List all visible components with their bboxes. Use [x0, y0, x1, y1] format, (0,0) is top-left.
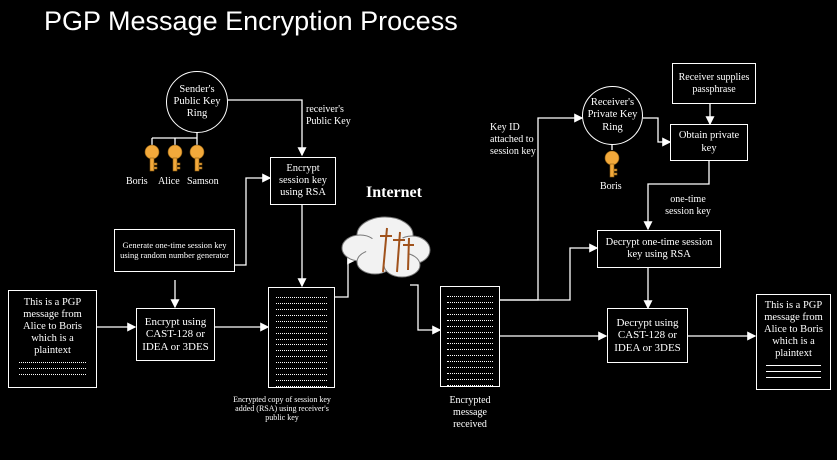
- encrypt-session-key-box: Encrypt session key using RSA: [270, 157, 336, 205]
- receiver-private-key-ring: Receiver's Private Key Ring: [582, 86, 643, 145]
- page-title: PGP Message Encryption Process: [44, 6, 458, 36]
- key-owner-samson: Samson: [187, 176, 219, 187]
- encrypted-block: [268, 287, 335, 388]
- receiver-plaintext-text: This is a PGP message from Alice to Bori…: [764, 300, 823, 360]
- sender-key-ring-label: Sender's Public Key Ring: [173, 83, 221, 120]
- receiver-key-owner-boris: Boris: [600, 181, 622, 192]
- sender-public-key-ring: Sender's Public Key Ring: [166, 71, 228, 133]
- encrypted-message-caption: Encrypted message received: [449, 395, 491, 430]
- receiver-plaintext-document: This is a PGP message from Alice to Bori…: [756, 294, 831, 390]
- receiver-key-ring-label: Receiver's Private Key Ring: [587, 97, 638, 133]
- internet-cloud-icon: [341, 216, 431, 278]
- sender-plaintext-document: This is a PGP message from Alice to Bori…: [8, 290, 97, 388]
- encrypt-session-key-label: Encrypt session key using RSA: [278, 162, 328, 199]
- decrypt-using-box: Decrypt using CAST-128 or IDEA or 3DES: [607, 308, 688, 363]
- internet-label: Internet: [366, 184, 422, 201]
- sender-plaintext-text: This is a PGP message from Alice to Bori…: [23, 297, 82, 357]
- encrypted-copy-caption: Encrypted copy of session key added (RSA…: [233, 395, 331, 423]
- obtain-private-key-box: Obtain private key: [670, 124, 748, 161]
- receiver-passphrase-label: Receiver supplies passphrase: [678, 72, 750, 95]
- generate-session-key-box: Generate one-time session key using rand…: [114, 229, 235, 272]
- decrypt-using-label: Decrypt using CAST-128 or IDEA or 3DES: [614, 316, 681, 354]
- receivers-public-key-label: receiver's Public Key: [306, 104, 351, 127]
- receiver-passphrase-box: Receiver supplies passphrase: [672, 63, 756, 104]
- key-icon: [144, 144, 620, 178]
- encrypted-message-block: [440, 286, 500, 387]
- decrypt-session-key-label: Decrypt one-time session key using RSA: [605, 236, 713, 260]
- obtain-private-key-label: Obtain private key: [678, 130, 740, 154]
- encrypt-using-box: Encrypt using CAST-128 or IDEA or 3DES: [136, 308, 215, 361]
- key-id-label: Key ID attached to session key: [490, 122, 536, 157]
- one-time-session-key-label: one-time session key: [665, 194, 711, 217]
- decrypt-session-key-box: Decrypt one-time session key using RSA: [597, 230, 721, 268]
- key-owner-boris: Boris: [126, 176, 148, 187]
- generate-session-key-label: Generate one-time session key using rand…: [120, 239, 229, 260]
- key-owner-alice: Alice: [158, 176, 180, 187]
- encrypt-using-label: Encrypt using CAST-128 or IDEA or 3DES: [142, 315, 209, 353]
